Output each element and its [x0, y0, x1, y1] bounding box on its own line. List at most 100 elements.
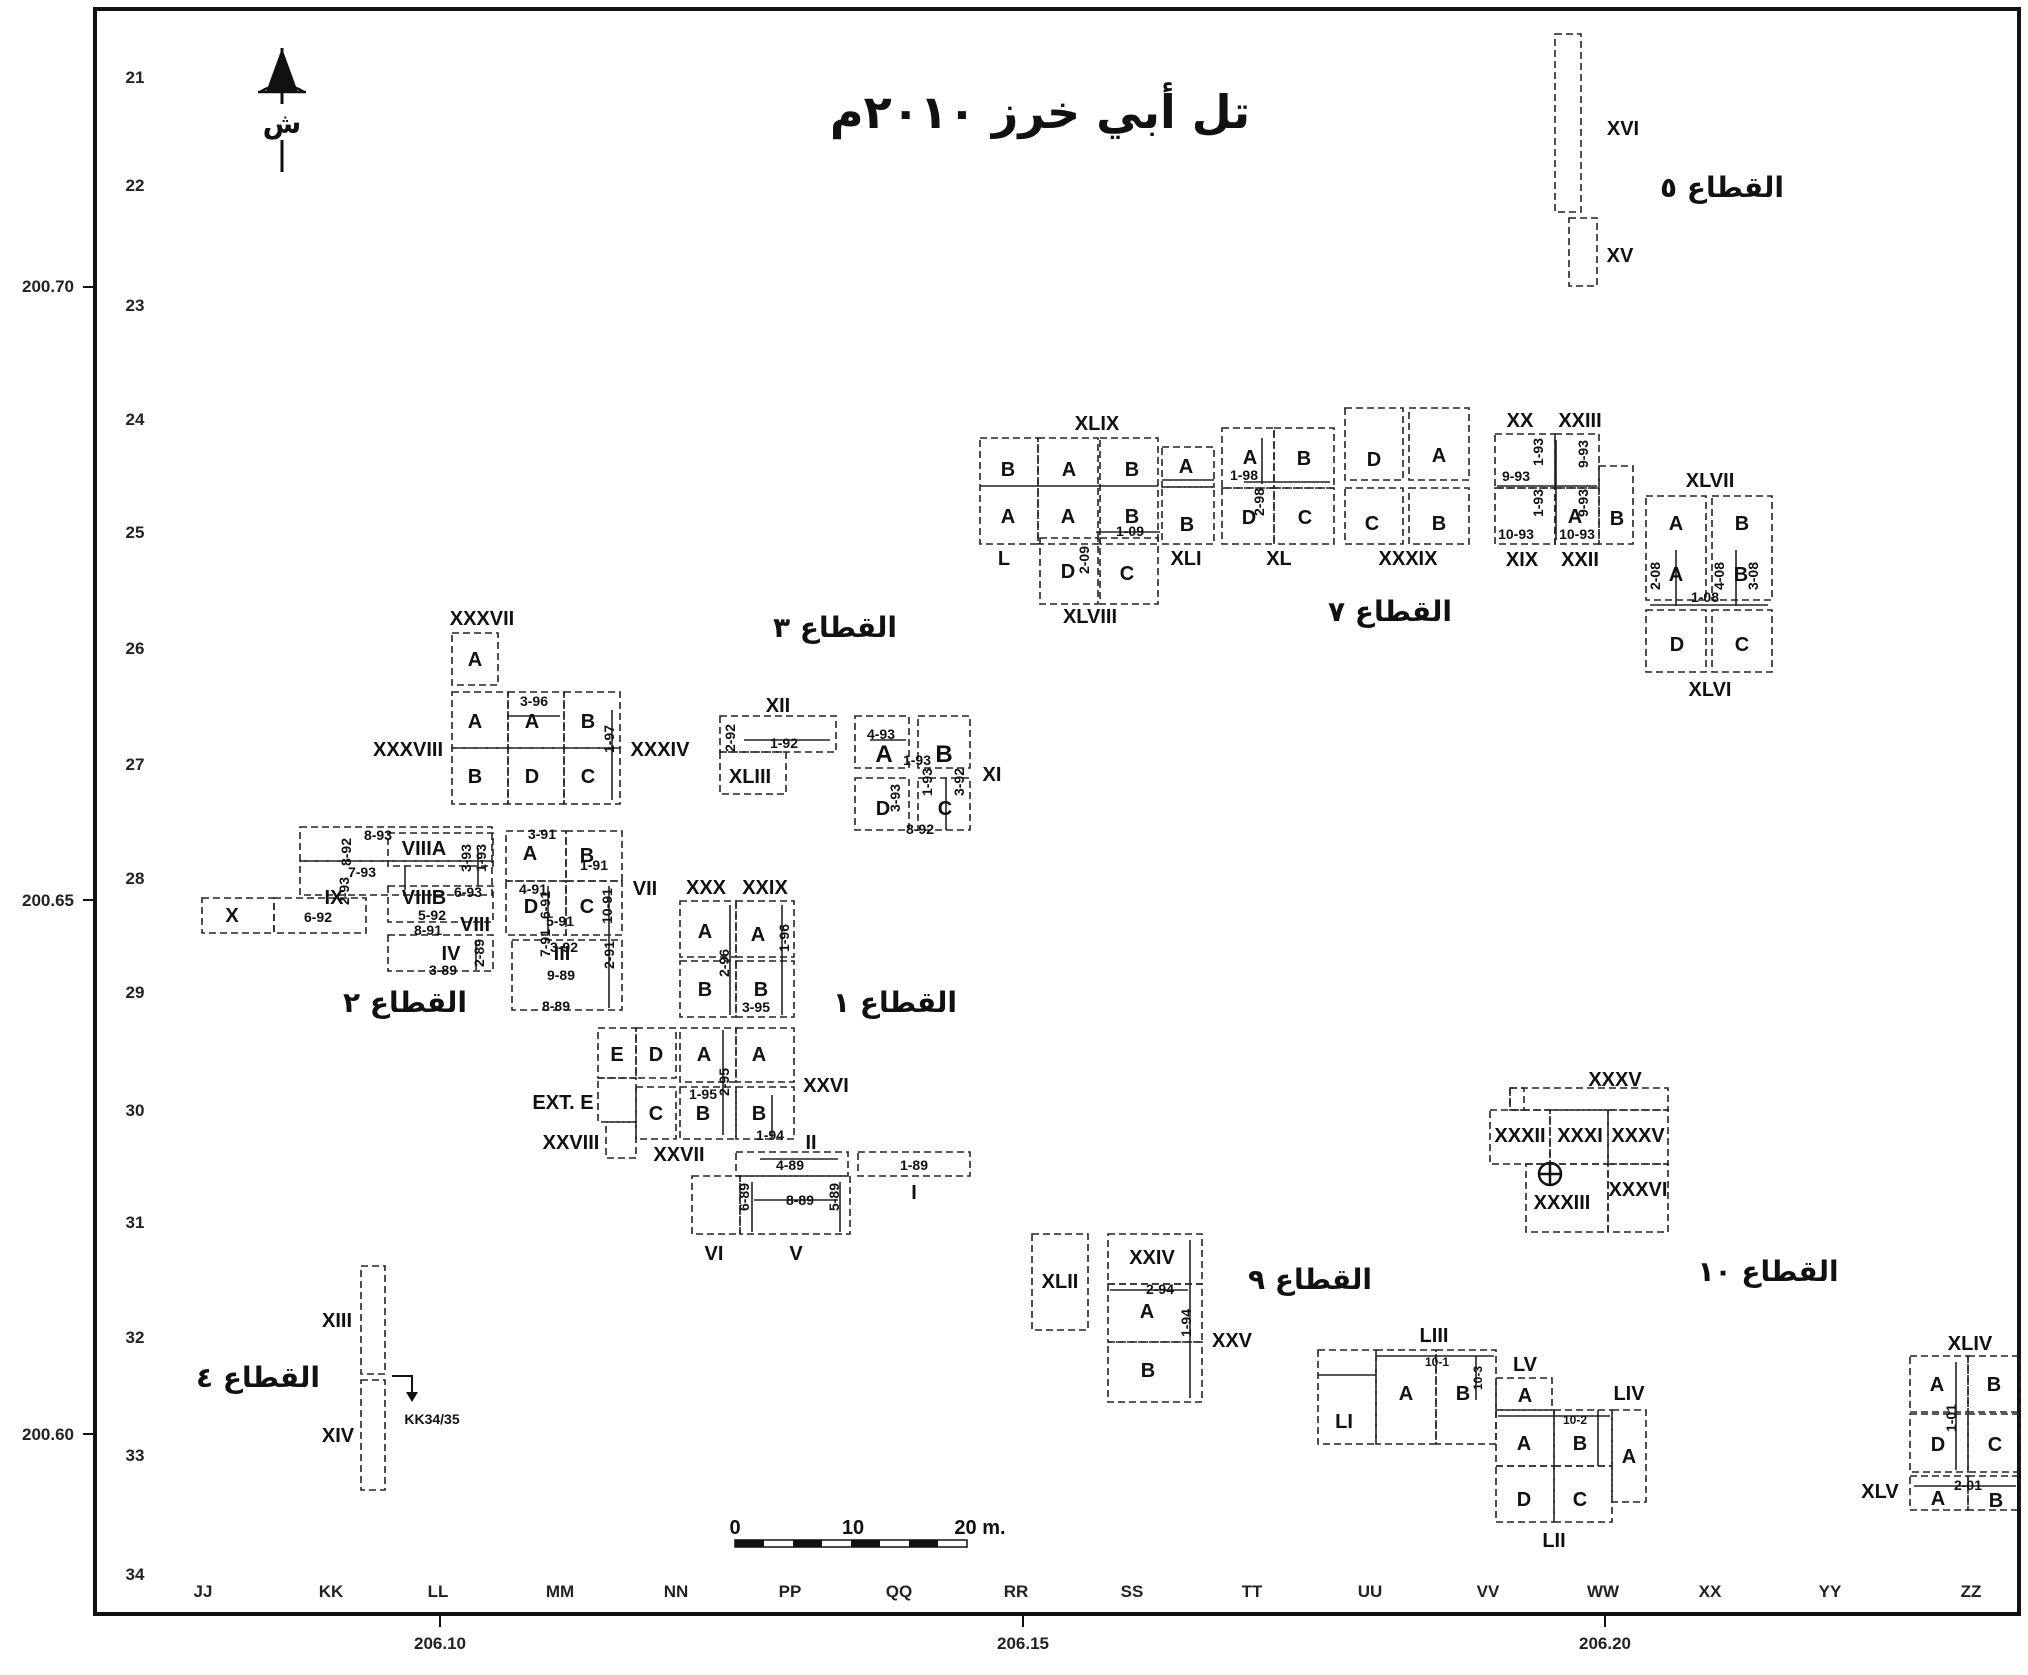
svg-text:B: B — [468, 766, 482, 788]
svg-text:10-1: 10-1 — [1425, 1355, 1449, 1369]
y-grid-label: 26 — [126, 639, 145, 658]
sector-3-areas: XII XLIII 1-92 2-92 A B D C XI 4-93 1-93… — [719, 695, 1002, 837]
svg-text:XLV: XLV — [1861, 1481, 1899, 1503]
svg-text:A: A — [1517, 1433, 1531, 1455]
svg-text:XXXV: XXXV — [1611, 1125, 1665, 1147]
svg-text:8-92: 8-92 — [906, 821, 934, 837]
y-grid-label: 31 — [126, 1213, 145, 1232]
scale-label: 0 — [729, 1517, 740, 1539]
sector-label-7: القطاع ٧ — [1328, 595, 1452, 628]
svg-text:9-93: 9-93 — [1575, 489, 1591, 517]
svg-text:XXVII: XXVII — [653, 1144, 704, 1166]
y-grid-label: 24 — [126, 410, 145, 429]
y-grid-label: 32 — [126, 1328, 145, 1347]
svg-text:3-95: 3-95 — [742, 999, 770, 1015]
sector-2-areas: X IX VIIIA VIIIB VIII IV III VII A B D C… — [201, 826, 657, 1014]
svg-text:B: B — [1141, 1360, 1155, 1382]
svg-text:B: B — [581, 711, 595, 733]
svg-text:XIII: XIII — [322, 1310, 352, 1332]
x-grid-label: KK — [319, 1582, 344, 1601]
svg-text:B: B — [1456, 1383, 1470, 1405]
svg-text:D: D — [1061, 561, 1075, 583]
svg-text:A: A — [1669, 564, 1683, 586]
svg-text:A: A — [1061, 506, 1075, 528]
scale-label: 20 m. — [954, 1517, 1005, 1539]
svg-text:B: B — [1125, 506, 1139, 528]
svg-text:XXVI: XXVI — [803, 1075, 849, 1097]
y-grid-label: 25 — [126, 523, 145, 542]
svg-text:XXIX: XXIX — [742, 877, 788, 899]
svg-text:7-91: 7-91 — [537, 929, 553, 957]
svg-text:C: C — [938, 798, 952, 820]
svg-text:LIV: LIV — [1613, 1383, 1645, 1405]
x-coord-label: 206.20 — [1579, 1634, 1631, 1653]
svg-text:8-93: 8-93 — [364, 827, 392, 843]
svg-text:9-93: 9-93 — [1575, 440, 1591, 468]
x-grid-label: UU — [1358, 1582, 1383, 1601]
svg-text:D: D — [1931, 1434, 1945, 1456]
svg-text:4-89: 4-89 — [776, 1157, 804, 1173]
svg-text:2-01: 2-01 — [1954, 1477, 1982, 1493]
svg-text:D: D — [1517, 1489, 1531, 1511]
svg-text:A: A — [752, 1044, 766, 1066]
svg-text:C: C — [1365, 513, 1379, 535]
svg-text:B: B — [752, 1103, 766, 1125]
svg-text:XXIII: XXIII — [1558, 410, 1601, 432]
svg-text:LIII: LIII — [1420, 1325, 1449, 1347]
svg-text:A: A — [697, 1044, 711, 1066]
svg-text:3-92: 3-92 — [550, 939, 578, 955]
svg-text:1-08: 1-08 — [1691, 589, 1719, 605]
svg-text:XI: XI — [983, 764, 1002, 786]
svg-text:XXVIII: XXVIII — [543, 1132, 600, 1154]
svg-text:VI: VI — [705, 1243, 724, 1265]
svg-text:6-91: 6-91 — [537, 891, 553, 919]
svg-text:XV: XV — [1607, 245, 1634, 267]
svg-text:A: A — [1062, 459, 1076, 481]
svg-text:B: B — [1735, 513, 1749, 535]
svg-text:B: B — [1125, 459, 1139, 481]
svg-text:XXXI: XXXI — [1557, 1125, 1603, 1147]
sector-xliv-block: XLIV A B D C A B XLV 2-01 1-01 — [1861, 1333, 2021, 1512]
x-coord-label: 206.15 — [997, 1634, 1049, 1653]
svg-text:10-93: 10-93 — [1559, 526, 1595, 542]
sector-9-areas: XLII XXIV A B XXV 2-94 1-94 — [1031, 1233, 1253, 1403]
svg-text:D: D — [1242, 507, 1256, 529]
y-grid-label: 29 — [126, 983, 145, 1002]
y-grid-label: 34 — [126, 1565, 145, 1584]
svg-text:B: B — [1180, 514, 1194, 536]
scale-label: 10 — [842, 1517, 864, 1539]
svg-text:II: II — [805, 1132, 816, 1154]
kk-marker-label: KK34/35 — [404, 1411, 459, 1427]
svg-text:XXXVII: XXXVII — [450, 608, 514, 630]
x-grid-label: QQ — [886, 1582, 912, 1601]
svg-text:1-93: 1-93 — [473, 844, 489, 872]
svg-text:C: C — [1120, 563, 1134, 585]
sector-xxxiv-block: XXXVII XXXVIII XXXIV A A A B B D C 3-96 … — [373, 608, 690, 805]
svg-text:A: A — [1001, 506, 1015, 528]
svg-text:B: B — [1001, 459, 1015, 481]
svg-text:D: D — [524, 896, 538, 918]
svg-text:IV: IV — [442, 943, 462, 965]
svg-text:5-92: 5-92 — [418, 907, 446, 923]
y-axis: 21 22 23 24 25 26 27 28 29 30 31 32 33 3… — [22, 68, 145, 1584]
y-grid-label: 27 — [126, 755, 145, 774]
svg-text:8-89: 8-89 — [786, 1192, 814, 1208]
svg-text:B: B — [754, 979, 768, 1001]
svg-text:XXXVIII: XXXVIII — [373, 739, 443, 761]
y-coord-label: 200.65 — [22, 891, 74, 910]
svg-text:B: B — [1734, 564, 1748, 586]
sector-xix-block: XX XXIII A B XIX XXII 9-93 10-93 10-93 1… — [1494, 410, 1773, 701]
svg-text:10-3: 10-3 — [1471, 1366, 1485, 1390]
sector-5-areas: XVI XV — [1554, 33, 1639, 287]
svg-text:A: A — [1931, 1488, 1945, 1510]
svg-text:XXXV: XXXV — [1588, 1069, 1642, 1091]
svg-text:A: A — [1568, 506, 1582, 528]
svg-text:3-92: 3-92 — [951, 768, 967, 796]
svg-text:XIX: XIX — [1506, 549, 1539, 571]
svg-text:D: D — [1670, 634, 1684, 656]
svg-text:LI: LI — [1335, 1411, 1353, 1433]
svg-text:XXX: XXX — [686, 877, 727, 899]
svg-text:XXXVI: XXXVI — [1609, 1179, 1668, 1201]
svg-text:A: A — [1432, 445, 1446, 467]
